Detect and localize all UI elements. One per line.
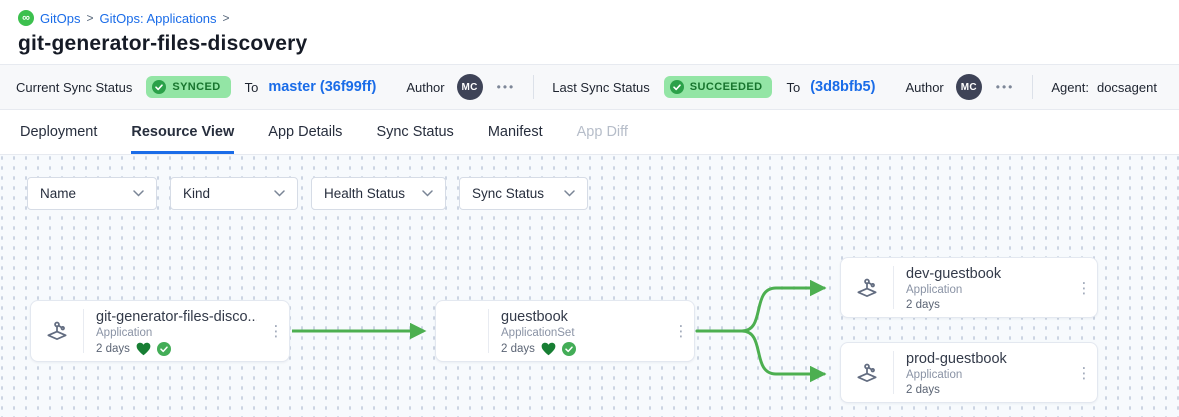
tab-sync-status[interactable]: Sync Status bbox=[376, 123, 454, 140]
node-title: git-generator-files-disco... bbox=[96, 309, 257, 325]
node-divider bbox=[83, 309, 84, 353]
node-kind: Application bbox=[906, 369, 963, 381]
node-menu-button[interactable]: ⋮ bbox=[268, 323, 284, 340]
application-icon bbox=[31, 301, 83, 361]
filter-sync-status-label: Sync Status bbox=[472, 186, 545, 201]
node-age: 2 days bbox=[501, 343, 535, 355]
tab-manifest[interactable]: Manifest bbox=[487, 123, 543, 140]
current-author-avatar[interactable]: MC bbox=[456, 74, 483, 100]
chevron-down-icon bbox=[564, 190, 575, 197]
node-prod-guestbook[interactable]: prod-guestbook Application 2 days ⋮ bbox=[840, 342, 1098, 403]
node-title: prod-guestbook bbox=[906, 351, 1007, 367]
filter-sync-status-dropdown[interactable]: Sync Status bbox=[459, 177, 588, 210]
applicationset-icon bbox=[436, 301, 488, 361]
agent-value: docsagent bbox=[1096, 79, 1157, 95]
filter-name-label: Name bbox=[40, 186, 77, 201]
status-divider bbox=[1032, 75, 1034, 99]
filter-health-status-label: Health Status bbox=[324, 186, 406, 201]
check-circle-icon bbox=[669, 80, 684, 94]
tab-deployment[interactable]: Deployment bbox=[20, 123, 98, 140]
breadcrumb-separator: > bbox=[86, 11, 94, 25]
last-to-label: To bbox=[786, 79, 801, 95]
breadcrumb: ∞ GitOps > GitOps: Applications > bbox=[18, 10, 1161, 26]
health-heart-icon bbox=[136, 342, 151, 356]
node-age: 2 days bbox=[96, 343, 130, 355]
page-title: git-generator-files-discovery bbox=[18, 32, 308, 55]
status-bar: Current Sync Status SYNCED To master (36… bbox=[0, 64, 1179, 110]
agent-label: Agent: bbox=[1051, 79, 1089, 95]
status-divider bbox=[533, 75, 535, 99]
application-icon bbox=[841, 258, 893, 317]
node-kind: ApplicationSet bbox=[501, 327, 575, 339]
node-age: 2 days bbox=[906, 384, 940, 396]
tab-bar: Deployment Resource View App Details Syn… bbox=[0, 110, 1179, 155]
last-revision-link[interactable]: (3d8bfb5) bbox=[810, 79, 876, 95]
gitops-logo-icon: ∞ bbox=[18, 10, 34, 26]
health-heart-icon bbox=[541, 342, 556, 356]
sync-check-icon bbox=[561, 342, 576, 356]
node-menu-button[interactable]: ⋮ bbox=[1076, 364, 1092, 382]
page-header: ∞ GitOps > GitOps: Applications > git-ge… bbox=[0, 0, 1179, 64]
node-divider bbox=[893, 266, 894, 309]
breadcrumb-gitops-link[interactable]: GitOps bbox=[40, 10, 81, 26]
breadcrumb-applications-link[interactable]: GitOps: Applications bbox=[99, 10, 217, 26]
node-menu-button[interactable]: ⋮ bbox=[673, 323, 689, 340]
filter-bar: Name Kind Health Status Sync Status bbox=[27, 177, 588, 210]
edge-guestbook-to-dev bbox=[695, 279, 827, 333]
node-info: prod-guestbook Application 2 days bbox=[894, 343, 1071, 402]
last-sync-more-button[interactable]: ••• bbox=[995, 80, 1015, 94]
node-menu-button[interactable]: ⋮ bbox=[1076, 279, 1092, 297]
node-info: guestbook ApplicationSet 2 days bbox=[489, 301, 668, 361]
current-sync-status-label: Current Sync Status bbox=[16, 79, 133, 95]
filter-kind-dropdown[interactable]: Kind bbox=[170, 177, 298, 210]
edge-guestbook-to-prod bbox=[695, 329, 827, 383]
node-git-generator-files-discovery[interactable]: git-generator-files-disco... Application… bbox=[30, 300, 290, 362]
node-title: guestbook bbox=[501, 309, 568, 325]
filter-kind-label: Kind bbox=[183, 186, 211, 201]
application-icon bbox=[841, 343, 893, 402]
current-revision-link[interactable]: master (36f99ff) bbox=[268, 79, 377, 95]
chevron-down-icon bbox=[422, 190, 433, 197]
node-title: dev-guestbook bbox=[906, 266, 1002, 282]
check-circle-icon bbox=[152, 80, 167, 94]
tab-app-diff: App Diff bbox=[576, 123, 628, 140]
chevron-down-icon bbox=[274, 190, 285, 197]
sync-check-icon bbox=[156, 342, 171, 356]
node-info: dev-guestbook Application 2 days bbox=[894, 258, 1071, 317]
node-kind: Application bbox=[906, 284, 963, 296]
node-guestbook[interactable]: guestbook ApplicationSet 2 days ⋮ bbox=[435, 300, 695, 362]
current-author-label: Author bbox=[406, 79, 445, 95]
tab-app-details[interactable]: App Details bbox=[268, 123, 343, 140]
node-divider bbox=[488, 309, 489, 353]
last-author-label: Author bbox=[905, 79, 944, 95]
synced-badge: SYNCED bbox=[146, 76, 231, 98]
node-kind: Application bbox=[96, 327, 153, 339]
chevron-down-icon bbox=[133, 190, 144, 197]
node-dev-guestbook[interactable]: dev-guestbook Application 2 days ⋮ bbox=[840, 257, 1098, 318]
succeeded-badge-label: SUCCEEDED bbox=[689, 81, 763, 93]
breadcrumb-separator: > bbox=[222, 11, 230, 25]
node-age: 2 days bbox=[906, 299, 940, 311]
node-info: git-generator-files-disco... Application… bbox=[84, 301, 263, 361]
last-author-avatar[interactable]: MC bbox=[955, 74, 982, 100]
succeeded-badge: SUCCEEDED bbox=[663, 76, 773, 98]
current-to-label: To bbox=[244, 79, 259, 95]
resource-graph-canvas: Name Kind Health Status Sync Status git-… bbox=[0, 155, 1179, 417]
filter-health-status-dropdown[interactable]: Health Status bbox=[311, 177, 446, 210]
synced-badge-label: SYNCED bbox=[172, 81, 221, 93]
node-divider bbox=[893, 351, 894, 394]
last-sync-status-label: Last Sync Status bbox=[552, 79, 650, 95]
filter-name-dropdown[interactable]: Name bbox=[27, 177, 157, 210]
current-sync-more-button[interactable]: ••• bbox=[496, 80, 516, 94]
tab-resource-view[interactable]: Resource View bbox=[131, 110, 235, 154]
